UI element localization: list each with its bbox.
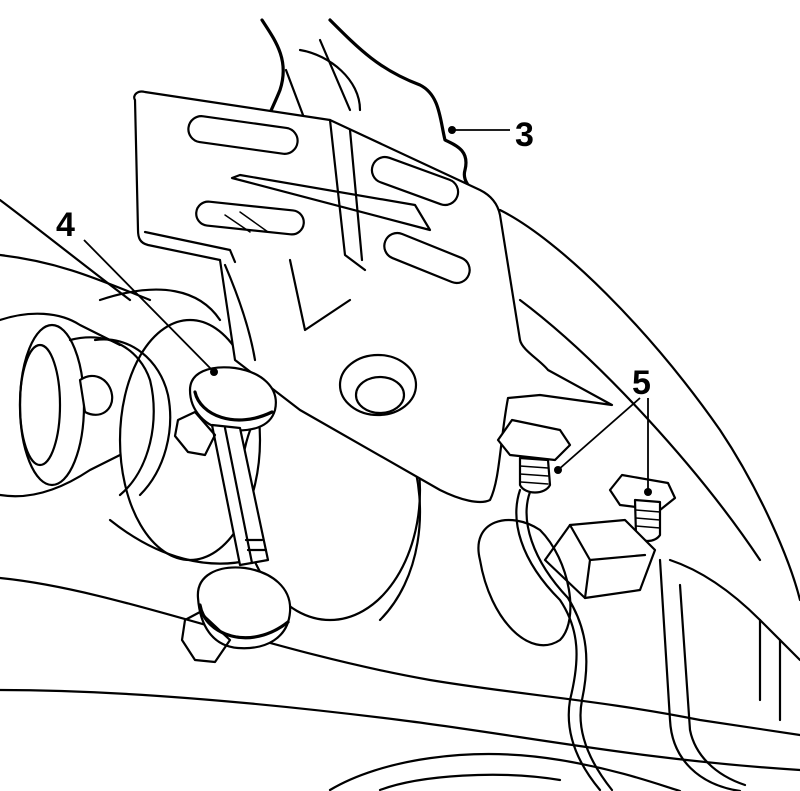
leader-4-dot xyxy=(210,368,218,376)
leader-4 xyxy=(83,239,215,373)
mounting-studs xyxy=(477,418,677,791)
callout-leaders xyxy=(83,126,652,496)
callout-label-4: 4 xyxy=(56,206,75,244)
leader-5a xyxy=(557,397,641,471)
stabilizer-link xyxy=(173,366,292,664)
callout-label-5: 5 xyxy=(632,364,651,402)
callout-label-3: 3 xyxy=(515,116,534,154)
mounting-bracket xyxy=(133,90,614,504)
subframe xyxy=(498,208,800,791)
control-arm xyxy=(0,198,800,791)
leader-5a-dot xyxy=(554,466,562,474)
leader-3-dot xyxy=(448,126,456,134)
leader-5b-dot xyxy=(644,488,652,496)
